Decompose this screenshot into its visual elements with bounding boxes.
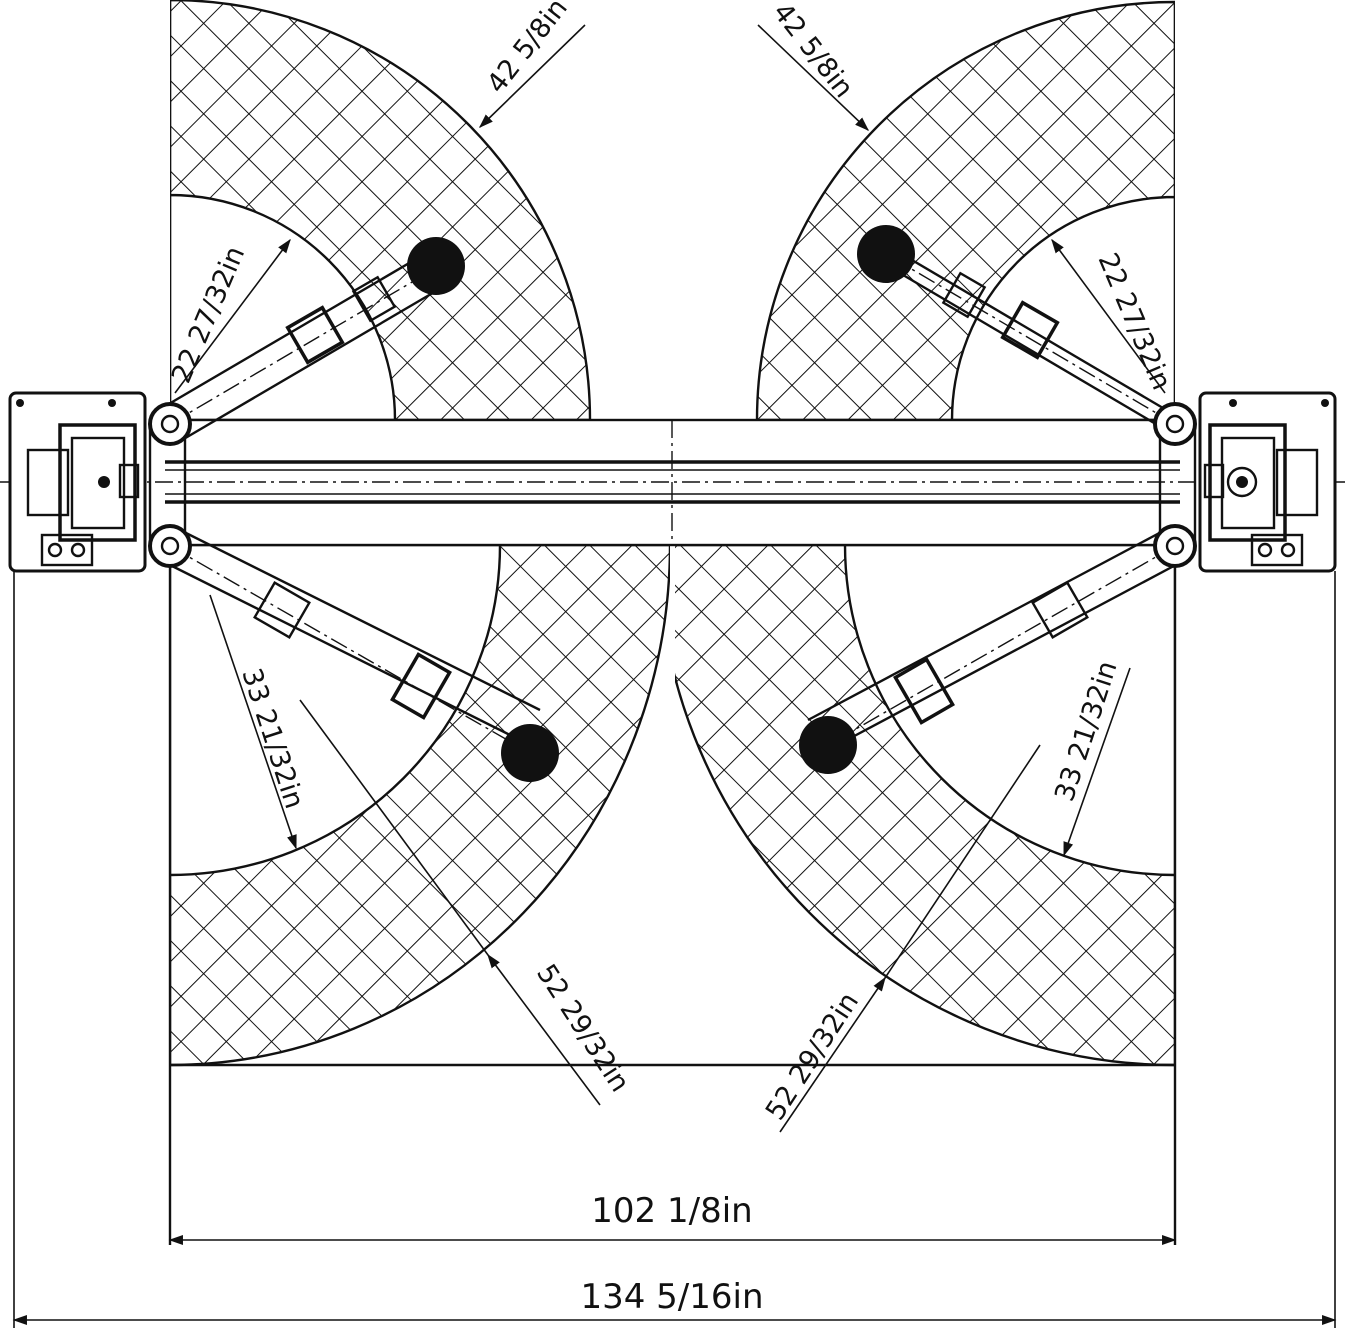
arm-bottom-right <box>799 524 1197 774</box>
label-overall-width: 134 5/16in <box>580 1277 763 1317</box>
right-post <box>1198 391 1337 573</box>
label-arm-reach-bottom-right: 52 29/32in <box>760 987 865 1126</box>
dimension-leaders <box>12 24 1337 1328</box>
left-post <box>8 391 147 573</box>
label-arm-retract-bottom-left: 33 21/32in <box>235 665 309 813</box>
arm-top-left <box>148 237 465 446</box>
crossbeam <box>0 418 1345 547</box>
label-inner-width: 102 1/8in <box>591 1191 752 1231</box>
label-arm-reach-bottom-left: 52 29/32in <box>530 959 635 1098</box>
arm-bottom-left <box>148 524 559 782</box>
swing-zone-top-left <box>170 0 592 422</box>
label-arm-retract-top-left: 22 27/32in <box>166 242 251 388</box>
swing-zone-bottom-right <box>675 543 1175 1067</box>
arm-top-right <box>857 225 1197 446</box>
label-arm-reach-top-right: 42 5/8in <box>766 0 859 104</box>
swing-zone-bottom-left <box>170 543 670 1067</box>
swing-zone-top-right <box>755 0 1175 422</box>
label-arm-retract-bottom-right: 33 21/32in <box>1049 657 1123 805</box>
